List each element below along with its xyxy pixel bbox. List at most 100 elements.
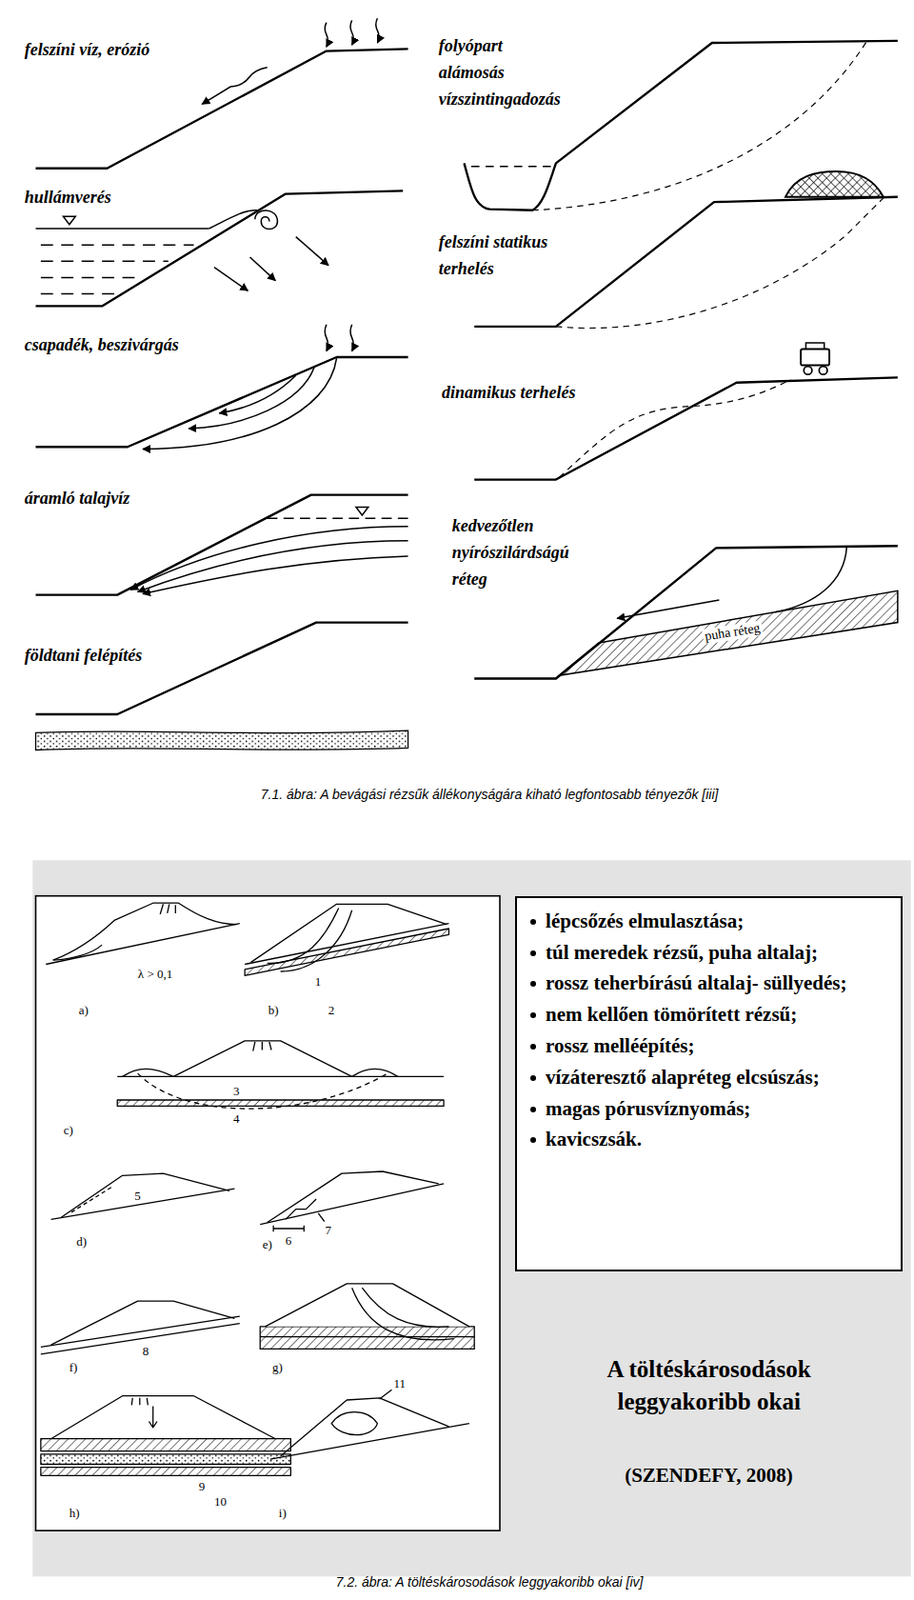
sketch-letter: c) (62, 1123, 75, 1137)
bullet-item: magas pórusvíznyomás; (530, 1094, 888, 1124)
rain-arrow (324, 324, 328, 352)
water-line (40, 243, 195, 246)
factor-label: dinamikus terhelés (441, 379, 577, 407)
water-line (40, 293, 115, 296)
bullet-dot (530, 918, 537, 925)
gravel-pocket (331, 1411, 378, 1435)
leader-line (317, 1212, 324, 1222)
slope-profile (36, 622, 409, 715)
rain-arrow (376, 18, 379, 43)
subsoil-layer (40, 1467, 292, 1476)
slope-profile (474, 197, 898, 327)
cause-text: rossz teherbírású altalaj- süllyedés; (545, 969, 847, 998)
callout-number: 9 (198, 1479, 207, 1493)
factor-label: folyópart alámosás vízszintingadozás (438, 33, 561, 114)
slip-surface (774, 546, 847, 613)
slope-profile (36, 48, 409, 168)
sand-layer (36, 730, 409, 750)
sketch-frame (36, 895, 501, 1530)
figure-caption: 7.2. ábra: A töltéskárosodások leggyakor… (336, 1573, 644, 1590)
seepage-arc (218, 375, 296, 414)
callout-number: 3 (232, 1084, 241, 1098)
callout-number: 1 (314, 974, 323, 989)
sliding-arrow (616, 599, 719, 618)
factor-label: felszíni víz, erózió (24, 37, 151, 64)
embankment (267, 1171, 439, 1223)
factor-label: csapadék, beszivárgás (24, 332, 179, 359)
source-note: (SZENDEFY, 2008) (624, 1463, 794, 1488)
bullet-dot (530, 1012, 537, 1018)
slip-line (361, 1287, 449, 1327)
vehicle-wheel (803, 366, 813, 376)
sketch-letter: e) (261, 1237, 274, 1252)
groundwater-table (267, 517, 409, 520)
callout-number: 10 (213, 1494, 228, 1509)
bullet-item: nem kellően tömörített rézsű; (530, 1000, 888, 1030)
widening-steps (285, 1198, 317, 1219)
figure-ground (32, 859, 912, 1576)
wave-arrow (214, 267, 248, 292)
callout-number: 4 (232, 1112, 241, 1126)
factor-label: felszíni statikus terhelés (438, 229, 606, 283)
water-level-symbol (356, 507, 369, 517)
subsoil-layer (40, 1453, 292, 1465)
loose-zone (71, 1186, 113, 1213)
slip-line (280, 910, 353, 972)
slope-profile (474, 545, 898, 678)
slip-surface (558, 379, 791, 478)
ground-line (259, 1183, 444, 1225)
bullet-dot (530, 1074, 537, 1081)
dimension-bracket (273, 1225, 304, 1232)
vehicle-roof (805, 342, 824, 349)
cause-text: túl meredek rézsű, puha altalaj; (545, 938, 818, 968)
bullet-item: lépcsőzés elmulasztása; (530, 907, 888, 936)
bullet-item: túl meredek rézsű, puha altalaj; (530, 938, 888, 968)
vehicle-wheel (818, 366, 828, 376)
cause-text: nem kellően tömörített rézsű; (545, 1000, 797, 1030)
sketch-letter: g) (271, 1360, 284, 1374)
surcharge-heap (785, 171, 884, 198)
callout-number: 11 (393, 1376, 408, 1391)
pore-pressure-arrow (148, 1405, 158, 1428)
rain-arrow (350, 324, 354, 352)
layer-label: puha réteg (701, 619, 763, 645)
slope-profile (36, 357, 409, 447)
slip-surface (556, 198, 884, 329)
crack (159, 903, 176, 914)
callout-number: 2 (327, 1003, 337, 1017)
callout-number: 8 (141, 1344, 151, 1358)
factor-label: földtani felépítés (24, 642, 142, 670)
subsoil-layer (40, 1438, 292, 1451)
bullet-item: rossz melléépítés; (530, 1032, 888, 1061)
cause-text: vízáteresztő alapréteg elcsúszás; (545, 1063, 820, 1093)
cause-text: kavicszsák. (545, 1125, 642, 1154)
slope-profiles (36, 40, 898, 715)
wave-arrow (250, 257, 277, 281)
figure-caption: 7.1. ábra: A bevágási rézsűk állékonyság… (260, 786, 719, 802)
heave (122, 1068, 398, 1076)
ground-line (45, 923, 240, 965)
ground-line (40, 1315, 240, 1347)
callout-number: 5 (133, 1189, 142, 1203)
settlement-line (138, 1072, 389, 1109)
seepage-arc (142, 357, 338, 449)
embankment (60, 1172, 230, 1217)
soft-subsoil (117, 1099, 444, 1106)
vehicle-body (800, 348, 830, 365)
embankment (51, 1395, 277, 1439)
ratio-label: λ > 0,1 (137, 967, 174, 981)
bullet-item: vízáteresztő alapréteg elcsúszás; (530, 1063, 888, 1093)
bullet-dot (530, 980, 537, 987)
cause-text: lépcsőzés elmulasztása; (545, 907, 744, 936)
wave-arrow (296, 237, 329, 266)
seepage-arc (188, 367, 315, 429)
callout-number: 7 (324, 1223, 334, 1237)
embankment (251, 903, 448, 962)
cause-text: magas pórusvíznyomás; (545, 1094, 751, 1124)
sketch-letter: h) (68, 1506, 81, 1520)
ground-line (117, 1075, 444, 1077)
water-level-symbol (62, 216, 76, 225)
rain-arrow (350, 19, 354, 45)
ground-line (51, 1188, 236, 1219)
